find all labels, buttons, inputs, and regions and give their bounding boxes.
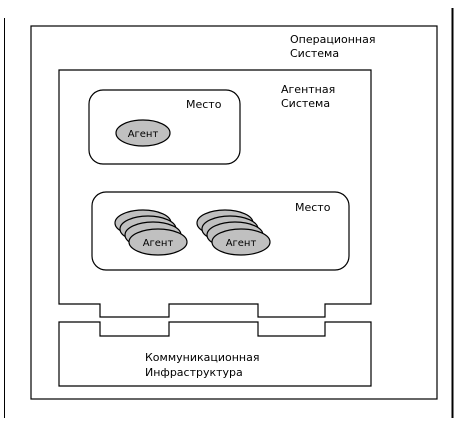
comm-infra-label-line2: Инфраструктура [145,366,243,379]
agent-group-left-label: Агент [143,238,174,249]
agent-group-right: Агент [196,209,271,256]
place-bottom-label: Место [295,201,331,214]
agent-ellipse [115,119,171,147]
os-label-line2: Система [290,47,339,60]
agent-ellipse-stack-4 [211,228,271,256]
agent-system-label-line1: Агентная [281,83,335,96]
agent-group-right-label: Агент [226,238,257,249]
agent-ellipse-stack-4 [128,228,188,256]
agent-label: Агент [128,129,159,140]
communication-infrastructure-box [58,321,372,387]
comm-infra-label-line1: Коммуникационная [145,351,259,364]
os-label-line1: Операционная [290,33,375,46]
agent-group-left: Агент [114,209,188,256]
place-top-label: Место [186,98,222,111]
agent-system-label-line2: Система [281,97,330,110]
